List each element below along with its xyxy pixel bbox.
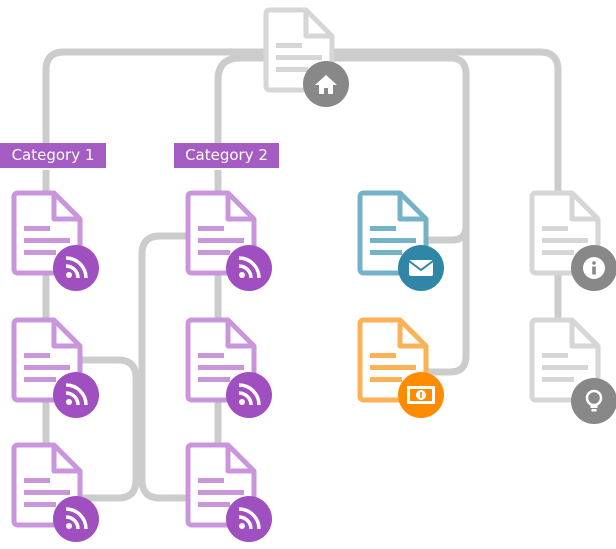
home-icon [303,61,349,107]
connectors [42,48,562,502]
money-icon [398,372,444,418]
rss-icon [226,496,272,542]
category-1-label: Category 1 [0,143,106,168]
rss-icon [53,496,99,542]
lightbulb-icon [571,378,616,424]
category-2-label: Category 2 [174,143,279,168]
rss-icon [53,245,99,291]
connector-category-1-loop [72,356,140,502]
connector-category-2-loop [138,232,216,502]
connector-main-horizontal [42,48,562,360]
connector-contact-branch [420,225,470,244]
info-icon [571,245,616,291]
pages [14,10,616,542]
rss-icon [226,372,272,418]
connector-category-2-trunk [214,54,270,158]
rss-icon [53,372,99,418]
rss-icon [226,245,272,291]
connector-contact-pricing [330,54,470,376]
envelope-icon [398,245,444,291]
